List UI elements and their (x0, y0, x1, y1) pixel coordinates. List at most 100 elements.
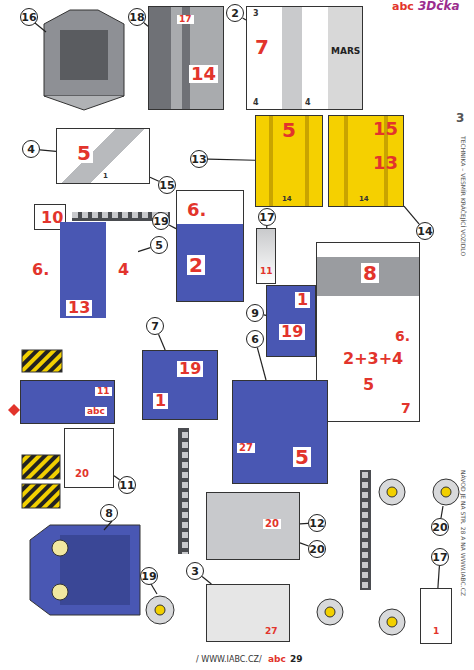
leader-line (300, 543, 309, 546)
cutout-part: 11 (256, 228, 276, 284)
cutout-drawing (35, 23, 46, 32)
leader-line (150, 177, 159, 181)
cutout-part: 37MARS44 (246, 6, 363, 110)
cutout-drawing (44, 10, 124, 96)
part-number: 15 (373, 120, 398, 138)
leader-line (169, 225, 176, 229)
part-number: 17 (177, 15, 194, 24)
part-number: 2+3+4 (343, 351, 403, 367)
cutout-part: 151314 (328, 115, 404, 207)
leader-line (40, 150, 56, 152)
callout-number: 19 (152, 212, 170, 230)
cutout-part: 27 (206, 584, 290, 642)
part-number: 7 (401, 401, 411, 415)
callout-number: 2 (231, 8, 239, 19)
leader-line (138, 248, 150, 252)
cutout-drawing (22, 484, 60, 508)
cutout-drawing (387, 617, 397, 627)
cutout-part: 514 (255, 115, 323, 207)
callout-number: 18 (129, 12, 144, 23)
cutout-drawing (379, 609, 405, 635)
callout-number: 18 (128, 8, 146, 26)
leader-line (159, 334, 166, 350)
side-note: NÁVOD JE NA STR. 28 A NA WWW.IABC.CZ (460, 470, 466, 596)
callout-number: 5 (155, 240, 163, 251)
callout-number: 15 (159, 180, 174, 191)
part-number: 6. (32, 262, 49, 278)
callout-number: 19 (141, 571, 156, 582)
callout-number: 13 (191, 154, 206, 165)
cutout-part: 6.413 (20, 222, 138, 318)
cutout-part: 51 (56, 128, 150, 184)
part-number: 1 (295, 292, 310, 308)
leader-line (438, 566, 439, 588)
cutout-part: 82+3+456.7 (316, 242, 420, 422)
cutout-part: 6.2 (176, 190, 244, 302)
callout-number: 19 (153, 216, 168, 227)
cutout-drawing (441, 506, 443, 518)
cutout-drawing (360, 470, 371, 590)
callout-number: 15 (158, 176, 176, 194)
cutout-drawing (379, 479, 405, 505)
leader-line (202, 577, 211, 584)
leader-line (438, 566, 439, 588)
leader-line (138, 248, 150, 252)
cutout-drawing (155, 605, 165, 615)
cutout-drawing (60, 30, 108, 80)
part-number: 20 (75, 469, 89, 479)
cutout-drawing (30, 525, 140, 615)
callout-number: 7 (146, 317, 164, 335)
page-label: 3 (456, 112, 464, 124)
leader-line (40, 150, 56, 152)
part-number: 6. (395, 329, 410, 343)
callout-number: 6 (251, 334, 259, 345)
callout-number: 20 (432, 522, 447, 533)
cutout-drawing (387, 487, 397, 497)
cutout-part: 20 (64, 428, 114, 488)
cutout-drawing (441, 487, 451, 497)
leader-line (169, 225, 176, 229)
part-number: 4 (305, 99, 311, 107)
callout-number: 11 (118, 476, 136, 494)
part-number: 5 (363, 377, 374, 393)
cutout-drawing (146, 596, 174, 624)
part-number: 19 (279, 324, 305, 340)
cutout-drawing (317, 599, 343, 625)
callout-number: 8 (105, 508, 113, 519)
part-number: 2 (187, 255, 205, 275)
cutout-drawing (60, 535, 130, 605)
part-number: 27 (237, 443, 255, 453)
cutout-part: 19 1 (142, 350, 218, 420)
callout-number: 11 (119, 480, 134, 491)
callout-number: 17 (431, 548, 449, 566)
leader-line (300, 523, 308, 525)
cutout-drawing (178, 428, 189, 554)
part-number: 5 (75, 143, 93, 163)
cutout-part: 11abc (20, 380, 115, 424)
callout-number: 12 (308, 514, 326, 532)
part-number: 1 (101, 173, 110, 180)
part-number: 19 (177, 361, 203, 377)
cutout-drawing (155, 487, 451, 627)
cutout-part: 1714 (148, 6, 224, 110)
cutout-drawing (8, 404, 20, 416)
side-note: TECHNIKA – VESMÍR KRÁČEJÍCÍ VOZIDLO (460, 136, 466, 256)
callout-number: 8 (100, 504, 118, 522)
callout-number: 3 (191, 566, 199, 577)
leader-line (150, 177, 159, 181)
page-label: abc (268, 655, 286, 664)
callout-number: 12 (309, 518, 324, 529)
leader-line (257, 348, 266, 380)
callout-number: 3 (186, 562, 204, 580)
leader-line (159, 334, 166, 350)
callout-number: 16 (20, 8, 38, 26)
part-number: 11 (260, 267, 273, 276)
cutout-part: 1 19 (266, 285, 316, 357)
part-number: 13 (66, 300, 92, 316)
callout-number: 20 (309, 544, 324, 555)
part-number: 1 (153, 393, 168, 409)
cutout-drawing (52, 540, 68, 556)
callout-number: 17 (432, 552, 447, 563)
callout-number: 9 (246, 304, 264, 322)
callout-number: 4 (22, 140, 40, 158)
